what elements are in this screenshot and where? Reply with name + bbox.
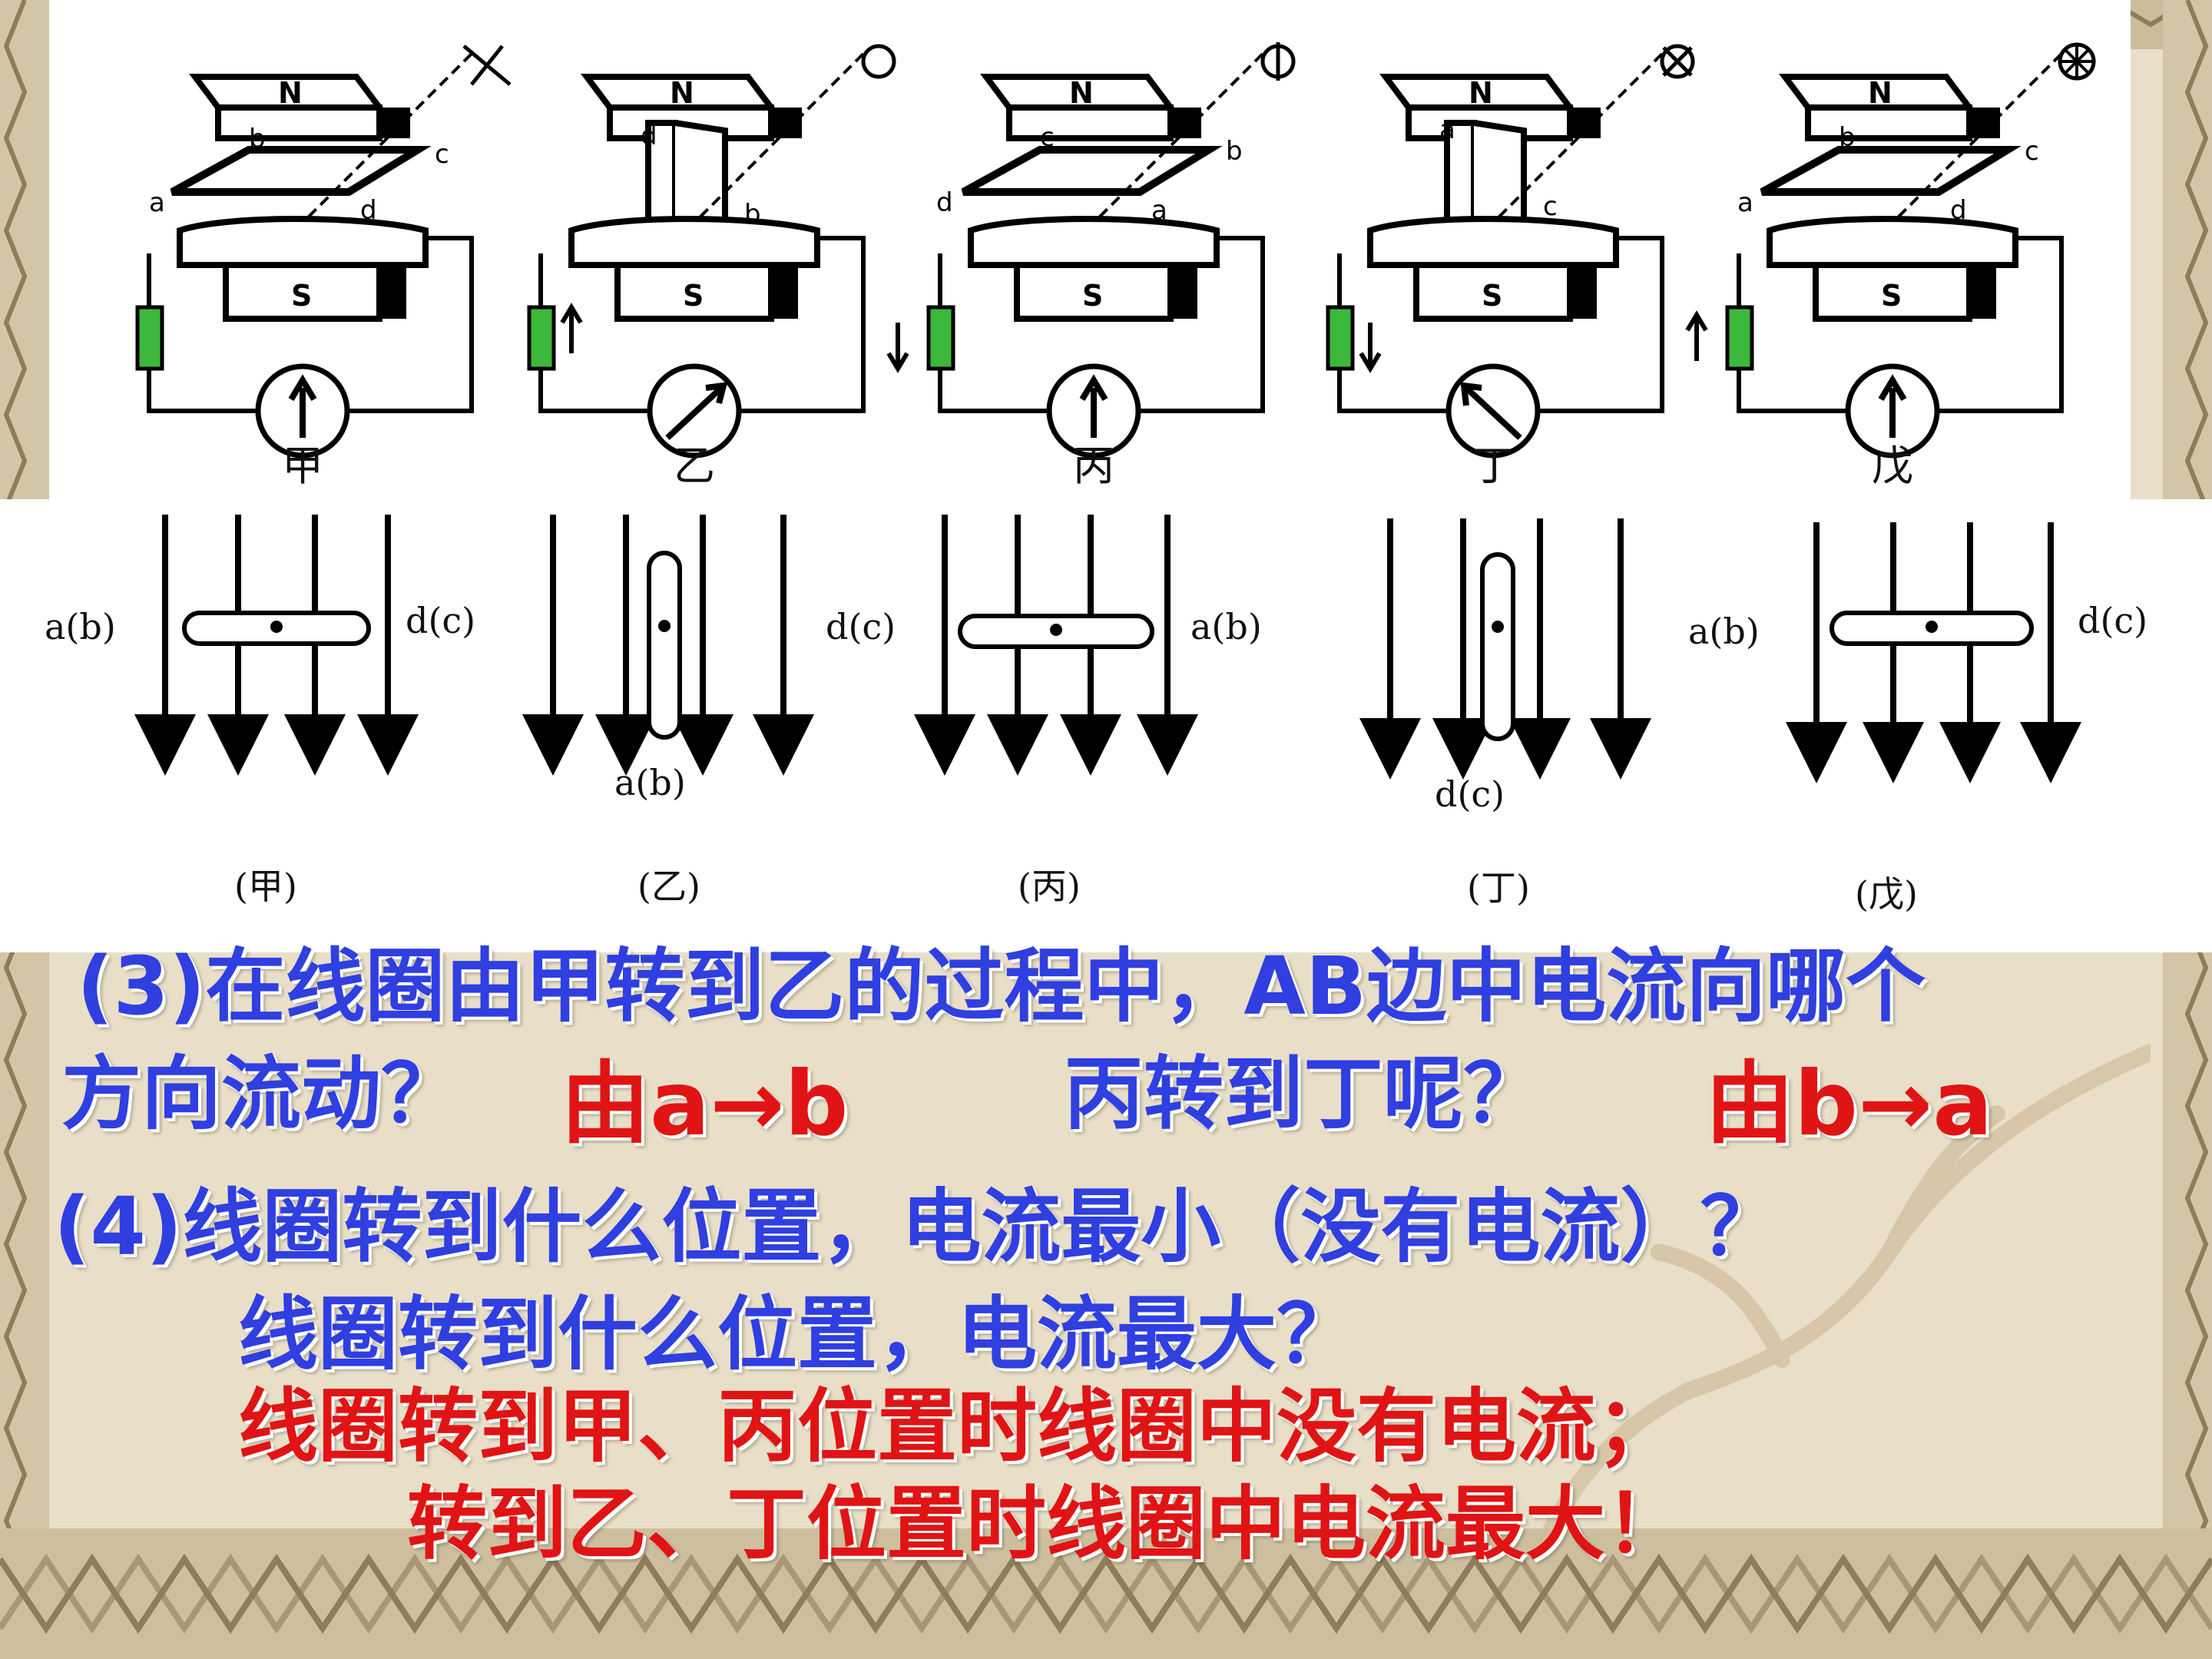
figure-label-ding: 丁 [1472,442,1514,490]
answer-3-second: 由b→a [1705,1052,1993,1156]
svg-text:S: S [1082,279,1103,313]
svg-text:d: d [1950,195,1967,226]
figure-label-yi: 乙 [674,442,715,490]
svg-text:d: d [641,121,657,151]
generator-yi: N d b a S 乙 [527,44,909,490]
svg-text:S: S [1881,279,1902,313]
svg-text:a(b): a(b) [614,762,686,803]
svg-text:a: a [1151,195,1167,226]
svg-text:a: a [1439,114,1455,145]
svg-text:a(b): a(b) [1190,606,1262,647]
north-pole-label: N [278,76,303,110]
question-3-followup: 丙转到丁呢？ [1064,1047,1544,1141]
decorative-branch [1543,1044,2151,1528]
svg-text:d(c): d(c) [2078,600,2147,641]
question-4-line-1: (4)线圈转到什么位置，电流最小（没有电流）？ [54,1180,1780,1273]
svg-text:N: N [1868,76,1892,110]
field-diagram-ding: d(c) (丁) [1359,518,1651,909]
svg-text:S: S [683,279,704,313]
svg-text:d(c): d(c) [826,606,896,647]
svg-text:d: d [936,187,953,218]
svg-text:S: S [1482,279,1502,313]
question-4-line-2: 线圈转到什么位置，电流最大？ [238,1287,1357,1381]
svg-text:a(b): a(b) [45,606,116,647]
svg-text:a: a [1737,187,1753,218]
generator-ding: N a c d S 丁 [1326,44,1708,490]
side-label-bing: (丙) [1018,866,1081,907]
side-label-wu: (戊) [1855,873,1918,915]
svg-text:b: b [1226,136,1243,167]
svg-text:c: c [2025,136,2039,167]
answer-4-line-1: 线圈转到甲、丙位置时线圈中没有电流； [238,1379,1677,1473]
svg-text:c: c [1040,122,1055,153]
svg-text:b: b [1839,122,1856,153]
answer-3-first: 由a→b [561,1052,849,1156]
question-3-line-1: (3)在线圈由甲转到乙的过程中，AB边中电流向哪个 [77,939,1926,1033]
svg-text:d: d [360,195,377,226]
field-diagram-yi: a(b) (乙) [522,515,814,907]
field-diagram-bing: d(c) a(b) (丙) [826,515,1262,907]
figure-label-bing: 丙 [1073,442,1114,490]
generator-jia: N b c a d S 甲 [135,45,512,490]
figure-label-wu: 戊 [1872,442,1913,490]
generator-wu: N b c a d S 戊 [1725,42,2096,490]
field-diagram-wu: a(b) d(c) (戊) [1688,522,2147,915]
answer-4-line-2: 转到乙、丁位置时线圈中电流最大！ [407,1477,1686,1571]
svg-text:a(b): a(b) [1688,611,1760,652]
svg-text:N: N [670,76,694,110]
field-diagram-jia: a(b) d(c) (甲) [45,515,475,907]
svg-text:c: c [1543,191,1558,222]
generator-figures: N b c a d S 甲 N [49,0,2131,499]
bottom-border-pattern [0,1528,2212,1659]
svg-text:N: N [1469,76,1493,110]
svg-text:N: N [1069,76,1094,110]
svg-text:b: b [249,124,266,154]
svg-text:d(c): d(c) [1435,773,1505,815]
svg-text:c: c [435,139,449,170]
side-label-jia: (甲) [234,866,297,907]
south-pole-label: S [291,279,312,313]
side-label-yi: (乙) [637,866,700,907]
question-3-line-2: 方向流动？ [61,1047,462,1141]
svg-text:d(c): d(c) [406,600,475,641]
svg-text:a: a [149,187,165,218]
generator-bing: N c b d a S 丙 [926,42,1296,490]
side-view-diagrams: a(b) d(c) (甲) a(b) (乙) d(c) a(b) (丙) [0,499,2212,952]
side-label-ding: (丁) [1467,867,1530,909]
figure-label-jia: 甲 [282,442,323,490]
